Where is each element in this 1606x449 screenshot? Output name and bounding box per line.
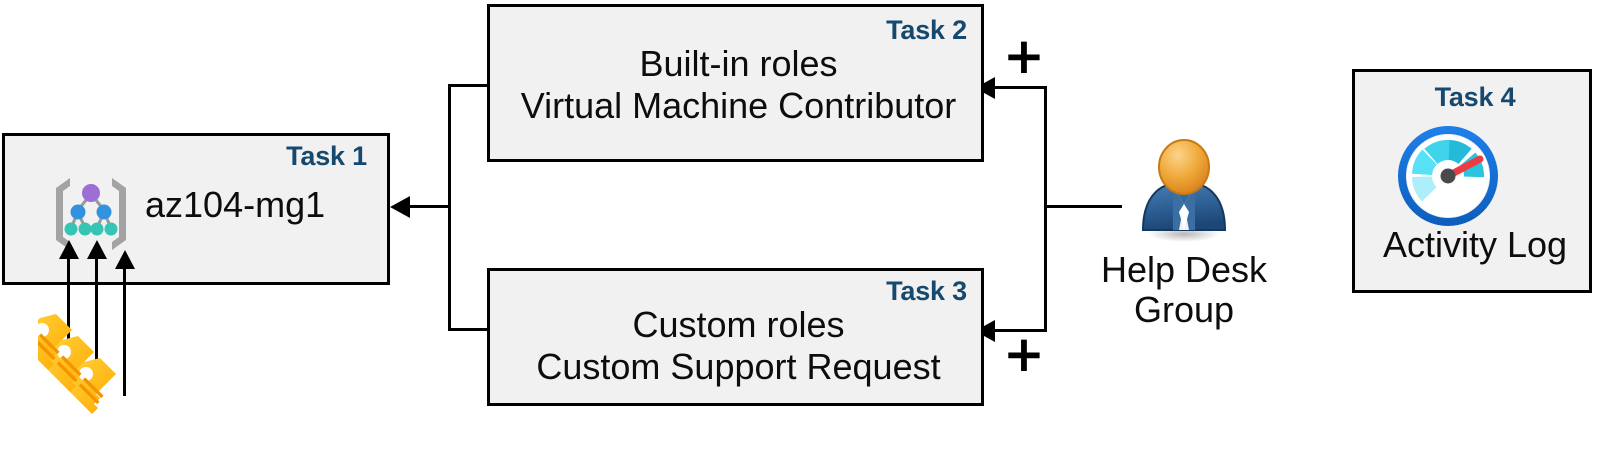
- connector-trunk-to-task3-shaft: [992, 329, 1047, 332]
- user-group-icon: [1141, 139, 1227, 242]
- keys-icon: [38, 314, 116, 414]
- key-arrowhead-1-icon: [59, 240, 79, 259]
- helpdesk-label: Help Desk Group: [1100, 249, 1268, 331]
- task1-label: Task 1: [286, 141, 367, 171]
- connector-helpdesk-to-trunk: [1046, 205, 1122, 208]
- task3-box[interactable]: Task 3 Custom roles Custom Support Reque…: [487, 268, 984, 406]
- connector-right-trunk-vertical: [1044, 86, 1047, 332]
- task2-text: Built-in roles Virtual Machine Contribut…: [490, 43, 987, 128]
- task1-box[interactable]: Task 1 az104-mg1: [2, 133, 390, 285]
- connector-trunk-to-task2-shaft: [992, 86, 1047, 89]
- task3-line1: Custom roles: [632, 304, 845, 345]
- helpdesk-group: Help Desk Group: [1094, 138, 1274, 331]
- management-group-icon: [56, 178, 126, 250]
- task2-line1: Built-in roles: [639, 43, 838, 84]
- task2-box[interactable]: Task 2 Built-in roles Virtual Machine Co…: [487, 4, 984, 162]
- connector-trunk-to-task1-shaft: [398, 205, 450, 208]
- task4-text: Activity Log: [1382, 224, 1568, 265]
- task2-label: Task 2: [886, 15, 967, 45]
- connector-task2-to-trunk: [448, 84, 489, 87]
- key-arrow-shaft-3: [123, 266, 126, 396]
- key-arrowhead-2-icon: [87, 240, 107, 259]
- key-arrow-shaft-2: [95, 256, 98, 368]
- task4-label: Task 4: [1434, 82, 1516, 112]
- arrowhead-to-task1-icon: [390, 196, 410, 218]
- task3-text: Custom roles Custom Support Request: [490, 304, 987, 389]
- task3-label: Task 3: [886, 276, 967, 306]
- gauge-icon: [1398, 126, 1498, 226]
- task2-line2: Virtual Machine Contributor: [520, 85, 957, 127]
- key-arrowhead-3-icon: [115, 250, 135, 269]
- task1-text: az104-mg1: [145, 184, 326, 225]
- plus-operator-top: +: [1003, 27, 1045, 85]
- connector-task3-to-trunk: [448, 328, 489, 331]
- plus-operator-bottom: +: [1003, 325, 1045, 383]
- task3-line2: Custom Support Request: [536, 346, 941, 388]
- key-arrow-shaft-1: [67, 256, 70, 342]
